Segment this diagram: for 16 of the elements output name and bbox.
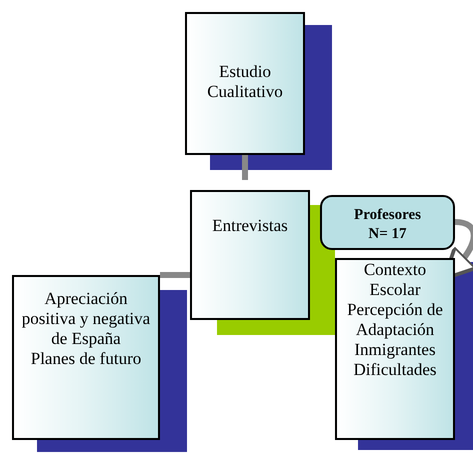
connector-line <box>242 155 248 180</box>
node-text: Entrevistas <box>211 216 289 236</box>
node-text: Estudio Cualitativo <box>206 62 284 102</box>
node-text: Percepción de Adaptación <box>346 300 444 340</box>
node-text: Planes de futuro <box>30 349 142 369</box>
node-text: Dificultades <box>352 360 438 380</box>
text-box <box>335 258 455 440</box>
rounded-box <box>320 195 455 250</box>
node-text: Profesores N= 17 <box>353 206 422 244</box>
text-box <box>185 12 305 155</box>
connector-line <box>160 272 190 278</box>
text-box <box>12 275 160 440</box>
text-box <box>190 190 310 320</box>
node-text: Contexto Escolar <box>362 260 428 300</box>
node-text: Apreciación positiva y negativa de España <box>20 289 152 349</box>
node-text: Inmigrantes <box>353 340 437 360</box>
